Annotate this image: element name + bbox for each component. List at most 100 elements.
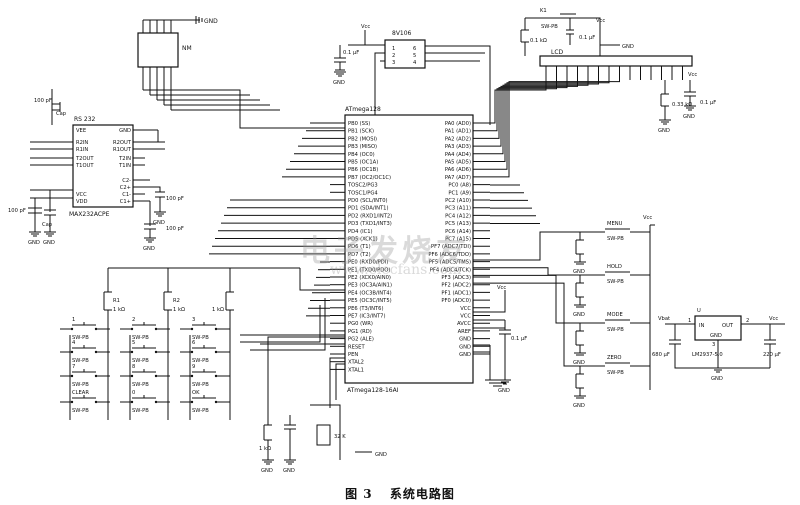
rs232-right-pin: GND [119, 128, 131, 134]
keypad-key-contact [130, 350, 134, 354]
keypad-key-contact [190, 350, 194, 354]
keypad: 1SW-PB2SW-PB3SW-PB4SW-PB5SW-PB6SW-PB7SW-… [60, 317, 230, 414]
ground-label: GND [153, 220, 165, 226]
keypad-key[interactable]: 3SW-PB [180, 317, 230, 341]
keypad-key-type: SW-PB [192, 358, 209, 364]
transistor-name: 8V106 [392, 30, 412, 37]
keypad-key-contact [70, 327, 74, 331]
mcu-right-pin: PF7 (ADC7/TDI) [431, 244, 471, 250]
keypad-key-switch [120, 395, 170, 403]
rs232-cap-pin: C2- [122, 178, 131, 184]
keypad-key[interactable]: 4SW-PB [60, 340, 110, 364]
keypad-key-switch [180, 322, 230, 330]
vcc-mode: Vcc [643, 215, 652, 221]
mode-button-switch [580, 228, 650, 233]
rs232-right-pin: T2IN [118, 156, 131, 162]
keypad-key[interactable]: 8SW-PB [120, 364, 170, 388]
keypad-key-switch [180, 395, 230, 403]
svg-text:U: U [697, 308, 701, 314]
mcu-left-pin: PE7 (IC3/INT7) [348, 314, 385, 320]
mcu-chip: ATmega128 ATmega128-16AI PB0 (SS)PB1 (SC… [330, 106, 490, 394]
keypad-key-contact [214, 327, 218, 331]
mcu-right-pin: GND [459, 337, 471, 343]
mcu-right-pin: PC3 (A11) [445, 206, 471, 212]
keypad-key-contact [214, 374, 218, 378]
keypad-key[interactable]: 2SW-PB [120, 317, 170, 341]
mode-button-label: ZERO [607, 355, 622, 361]
header-name: NM [182, 45, 192, 52]
mcu-right-pin: PF4 (ADC4/TCK) [430, 267, 471, 273]
mcu-left-pin: PE4 (OC3B/INT4) [348, 290, 392, 296]
keypad-wiring [69, 267, 345, 420]
svg-text:3: 3 [712, 342, 715, 348]
mcu-left-pin: PG2 (ALE) [348, 337, 374, 343]
rs232-cap-pin: C1+ [120, 199, 131, 205]
keypad-key-label: 4 [72, 340, 76, 346]
mcu-left-pin: PD3 (TXD1/INT3) [348, 221, 392, 227]
rs232-cap-pin: C2+ [120, 185, 131, 191]
mcu-left-pin: PEN [348, 352, 358, 358]
ground-label: GND [43, 240, 55, 246]
mcu-left-pin: PD0 (SCL/INT0) [348, 198, 388, 204]
ground-symbol [659, 119, 671, 125]
keypad-key-label: 7 [72, 364, 75, 370]
keypad-key[interactable]: 5SW-PB [120, 340, 170, 364]
mcu-right-pin: PF1 (ADC1) [441, 290, 471, 296]
keypad-key-contact [70, 400, 74, 404]
keypad-key-type: SW-PB [132, 408, 149, 414]
keypad-key[interactable]: 7SW-PB [60, 364, 110, 388]
keypad-key-contact [70, 350, 74, 354]
keypad-key-contact [154, 374, 158, 378]
figure-caption: 图 3 系统电路图 [0, 485, 800, 502]
lcd-gnd: GND [622, 44, 634, 50]
transistor-cap: 0.1 μF [343, 50, 359, 56]
ground-symbol [154, 211, 166, 217]
reg-cap-in: 680 μF [652, 352, 670, 358]
mcu-left-pin: PD1 (SDA/INT1) [348, 206, 389, 212]
ground-label: GND [143, 246, 155, 252]
lcd-cap-label: 0.1 μF [579, 35, 595, 41]
svg-text:IN: IN [699, 323, 705, 329]
mode-button-gnd: GND [573, 312, 585, 318]
ground-label: GND [333, 80, 345, 86]
mcu-left-pin: PE2 (XCK0/AIN0) [348, 275, 391, 281]
ground-label: GND [498, 388, 510, 394]
keypad-key[interactable]: 9SW-PB [180, 364, 230, 388]
ground-symbol [499, 379, 511, 385]
mcu-right-pin: PA3 (AD3) [445, 144, 471, 150]
mcu-left-pin: PB5 (OC1A) [348, 160, 378, 166]
mcu-left-pin: RESET [348, 344, 365, 350]
lcd-name: LCD [551, 49, 564, 56]
ground-symbol [144, 237, 156, 243]
mcu-right-pin: PF0 (ADC0) [441, 298, 471, 304]
keypad-key[interactable]: 0SW-PB [120, 390, 170, 414]
rs232-right-pin: R1OUT [113, 147, 132, 153]
keypad-key-type: SW-PB [192, 335, 209, 341]
mode-button-gnd: GND [573, 269, 585, 275]
keypad-key-type: SW-PB [192, 408, 209, 414]
keypad-key[interactable]: 1SW-PB [60, 317, 110, 341]
vcc-mcu: Vcc [497, 285, 506, 291]
svg-text:1: 1 [688, 318, 691, 324]
mcu-right-pin: GND [459, 352, 471, 358]
vcc-transistor: Vcc [361, 24, 370, 30]
mcu-right-pin: PA2 (AD2) [445, 136, 471, 142]
crystal-gnd: GND [375, 452, 387, 458]
mcu-right-pin: PC7 (A15) [445, 237, 471, 243]
mcu-left-pin: PG0 (WR) [348, 321, 373, 327]
rs232-cap-left-name: Cap [42, 222, 53, 228]
rs232-wiring [28, 89, 165, 238]
keypad-key-contact [214, 350, 218, 354]
rs232-cap-pins: C2-C2+C1-C1+ [120, 178, 131, 205]
keypad-key[interactable]: 6SW-PB [180, 340, 230, 364]
reset-res: 1 kΩ [259, 446, 271, 452]
ground-symbol [334, 71, 346, 77]
